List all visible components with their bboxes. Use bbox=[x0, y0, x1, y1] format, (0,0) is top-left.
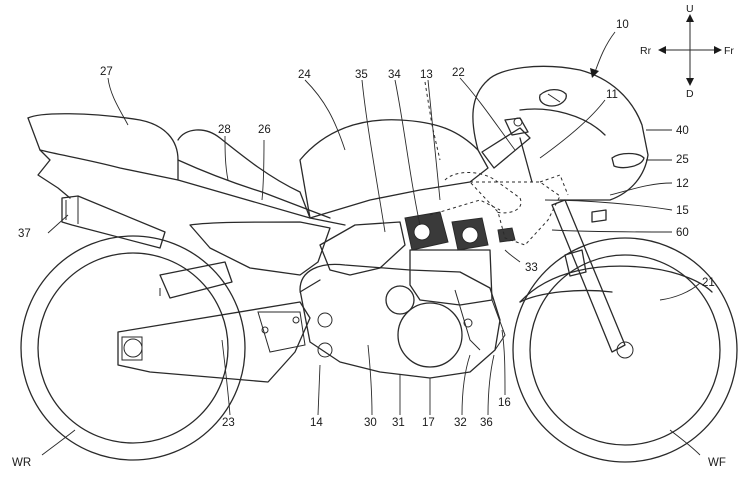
label-33: 33 bbox=[525, 262, 538, 274]
label-wr: WR bbox=[12, 457, 31, 469]
label-27: 27 bbox=[100, 66, 113, 78]
front-fork bbox=[519, 199, 713, 353]
rear-shock bbox=[159, 261, 233, 299]
label-10: 10 bbox=[616, 19, 629, 31]
label-25: 25 bbox=[676, 154, 689, 166]
direction-down-label: D bbox=[686, 88, 694, 100]
side-cover bbox=[189, 191, 331, 276]
direction-front-label: Fr bbox=[724, 45, 734, 57]
label-37: 37 bbox=[18, 228, 31, 240]
tail-cowl bbox=[27, 113, 346, 226]
muffler bbox=[61, 195, 166, 249]
label-24: 24 bbox=[298, 69, 311, 81]
direction-rear-label: Rr bbox=[640, 45, 652, 57]
label-17: 17 bbox=[422, 417, 435, 429]
swingarm bbox=[117, 301, 311, 383]
front-fairing bbox=[472, 65, 649, 223]
label-28: 28 bbox=[218, 124, 231, 136]
direction-up-label: U bbox=[686, 3, 694, 15]
label-35: 35 bbox=[355, 69, 368, 81]
label-wf: WF bbox=[708, 457, 726, 469]
label-13: 13 bbox=[420, 69, 433, 81]
label-15: 15 bbox=[676, 205, 689, 217]
rear-wheel bbox=[20, 235, 246, 461]
reference-numerals: 10 27 24 35 34 13 22 11 28 26 40 25 12 1… bbox=[12, 19, 726, 469]
label-23: 23 bbox=[222, 417, 235, 429]
label-22: 22 bbox=[452, 67, 465, 79]
label-21: 21 bbox=[702, 277, 715, 289]
label-12: 12 bbox=[676, 178, 689, 190]
leader-lines bbox=[41, 77, 701, 456]
seat bbox=[177, 129, 311, 219]
label-34: 34 bbox=[388, 69, 401, 81]
label-14: 14 bbox=[310, 417, 323, 429]
label-40: 40 bbox=[676, 125, 689, 137]
label-60: 60 bbox=[676, 227, 689, 239]
label-36: 36 bbox=[480, 417, 493, 429]
direction-compass: U D Rr Fr bbox=[640, 3, 734, 100]
front-wheel bbox=[512, 237, 738, 463]
handlebar bbox=[481, 117, 533, 183]
label-26: 26 bbox=[258, 124, 271, 136]
reference-arrow bbox=[590, 31, 616, 78]
label-11: 11 bbox=[606, 89, 618, 101]
engine bbox=[299, 221, 506, 379]
label-32: 32 bbox=[454, 417, 467, 429]
hidden-lines bbox=[424, 81, 569, 246]
label-30: 30 bbox=[364, 417, 377, 429]
label-16: 16 bbox=[498, 397, 511, 409]
fuel-tank bbox=[299, 119, 489, 219]
throttle-bodies bbox=[404, 211, 516, 251]
label-31: 31 bbox=[392, 417, 405, 429]
